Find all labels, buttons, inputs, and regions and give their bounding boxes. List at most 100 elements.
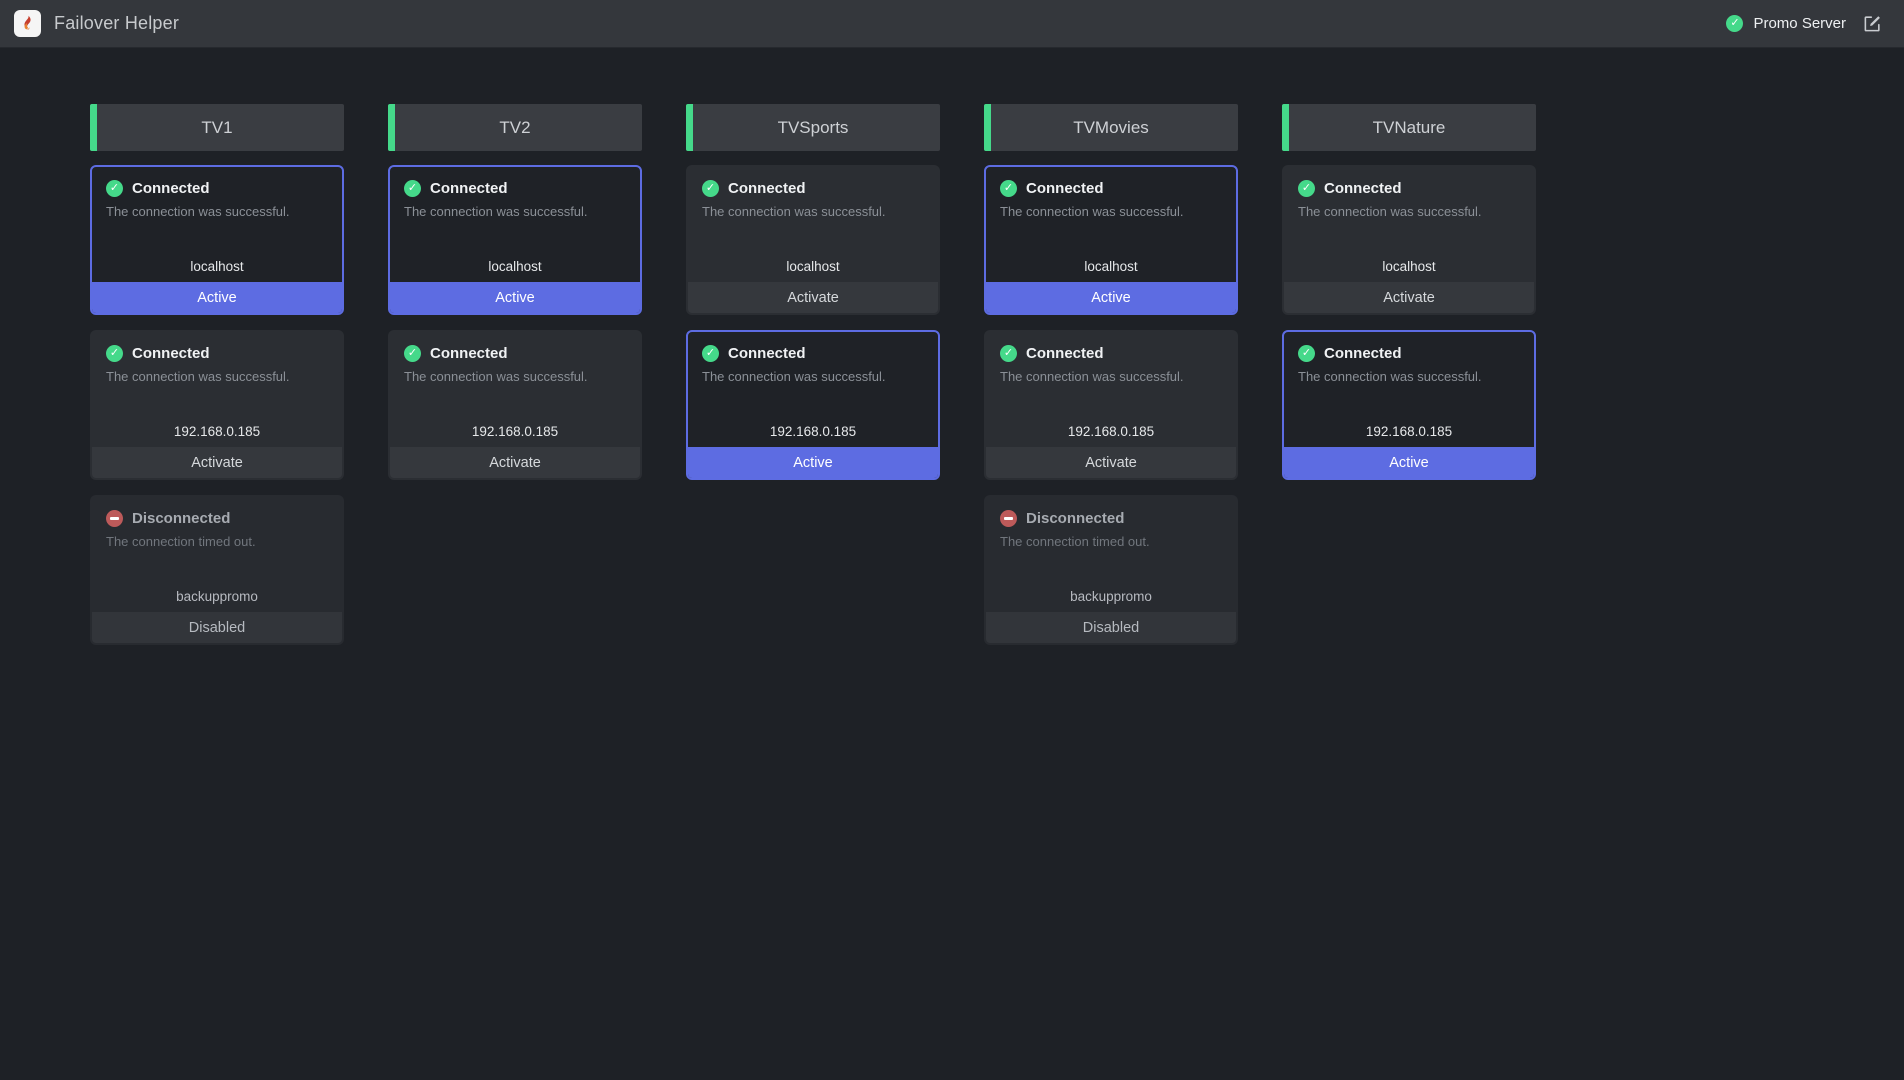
minus-circle-icon <box>1000 510 1017 527</box>
server-card: Connected The connection was successful.… <box>984 165 1238 315</box>
check-circle-icon <box>1000 180 1017 197</box>
server-host: localhost <box>390 259 640 282</box>
status-message: The connection was successful. <box>404 204 626 219</box>
check-circle-icon <box>702 345 719 362</box>
channel-column: TVSports Connected The connection was su… <box>686 104 940 480</box>
card-status-block: Disconnected The connection timed out. <box>92 497 342 549</box>
status-label: Connected <box>132 180 210 197</box>
action-button[interactable]: Activate <box>92 447 342 478</box>
card-list: Connected The connection was successful.… <box>388 165 642 480</box>
status-label: Disconnected <box>1026 510 1124 527</box>
server-host: backuppromo <box>92 589 342 612</box>
action-button[interactable]: Activate <box>986 447 1236 478</box>
action-button: Disabled <box>92 612 342 643</box>
status-message: The connection was successful. <box>702 204 924 219</box>
server-card: Connected The connection was successful.… <box>1282 330 1536 480</box>
server-card: Connected The connection was successful.… <box>686 330 940 480</box>
status-message: The connection was successful. <box>1298 369 1520 384</box>
card-list: Connected The connection was successful.… <box>90 165 344 645</box>
channel-status-stripe <box>1282 104 1289 151</box>
channel-status-stripe <box>686 104 693 151</box>
check-circle-icon <box>702 180 719 197</box>
action-button[interactable]: Activate <box>1284 282 1534 313</box>
status-label: Connected <box>1324 345 1402 362</box>
status-label: Disconnected <box>132 510 230 527</box>
check-circle-icon <box>106 180 123 197</box>
channel-columns: TV1 Connected The connection was success… <box>0 48 1904 645</box>
channel-header: TV1 <box>90 104 344 151</box>
channel-header: TV2 <box>388 104 642 151</box>
app-title: Failover Helper <box>54 13 179 34</box>
action-button[interactable]: Activate <box>688 282 938 313</box>
status-label: Connected <box>728 180 806 197</box>
server-host: 192.168.0.185 <box>1284 424 1534 447</box>
channel-status-stripe <box>90 104 97 151</box>
channel-column: TV1 Connected The connection was success… <box>90 104 344 645</box>
status-label: Connected <box>728 345 806 362</box>
action-button[interactable]: Active <box>986 282 1236 313</box>
card-status-block: Connected The connection was successful. <box>688 167 938 219</box>
card-status-block: Connected The connection was successful. <box>688 332 938 384</box>
flame-logo-icon <box>14 10 41 37</box>
action-button[interactable]: Activate <box>390 447 640 478</box>
channel-column: TVMovies Connected The connection was su… <box>984 104 1238 645</box>
card-status-block: Connected The connection was successful. <box>390 332 640 384</box>
status-label: Connected <box>1324 180 1402 197</box>
channel-title: TVSports <box>778 118 849 138</box>
action-button[interactable]: Active <box>688 447 938 478</box>
server-card: Disconnected The connection timed out. b… <box>90 495 344 645</box>
status-label: Connected <box>1026 345 1104 362</box>
card-status-block: Connected The connection was successful. <box>1284 167 1534 219</box>
action-button[interactable]: Active <box>92 282 342 313</box>
server-host: backuppromo <box>986 589 1236 612</box>
server-card: Connected The connection was successful.… <box>686 165 940 315</box>
card-list: Connected The connection was successful.… <box>686 165 940 480</box>
action-button: Disabled <box>986 612 1236 643</box>
server-host: localhost <box>1284 259 1534 282</box>
server-card: Connected The connection was successful.… <box>1282 165 1536 315</box>
server-host: 192.168.0.185 <box>92 424 342 447</box>
server-card: Disconnected The connection timed out. b… <box>984 495 1238 645</box>
card-status-block: Connected The connection was successful. <box>986 332 1236 384</box>
check-circle-icon <box>106 345 123 362</box>
status-message: The connection was successful. <box>106 204 328 219</box>
card-list: Connected The connection was successful.… <box>1282 165 1536 480</box>
card-status-block: Connected The connection was successful. <box>390 167 640 219</box>
server-host: localhost <box>688 259 938 282</box>
check-circle-icon <box>1000 345 1017 362</box>
status-message: The connection was successful. <box>702 369 924 384</box>
check-circle-icon <box>1298 180 1315 197</box>
channel-title: TVNature <box>1373 118 1446 138</box>
check-circle-icon <box>1298 345 1315 362</box>
action-button[interactable]: Active <box>390 282 640 313</box>
status-message: The connection was successful. <box>106 369 328 384</box>
card-list: Connected The connection was successful.… <box>984 165 1238 645</box>
card-status-block: Connected The connection was successful. <box>92 167 342 219</box>
channel-status-stripe <box>388 104 395 151</box>
server-host: 192.168.0.185 <box>688 424 938 447</box>
server-card: Connected The connection was successful.… <box>90 330 344 480</box>
check-circle-icon <box>404 180 421 197</box>
server-card: Connected The connection was successful.… <box>90 165 344 315</box>
server-host: 192.168.0.185 <box>986 424 1236 447</box>
edit-icon[interactable] <box>1863 14 1882 33</box>
status-message: The connection timed out. <box>106 534 328 549</box>
status-message: The connection was successful. <box>404 369 626 384</box>
status-message: The connection timed out. <box>1000 534 1222 549</box>
card-status-block: Disconnected The connection timed out. <box>986 497 1236 549</box>
server-host: localhost <box>986 259 1236 282</box>
channel-title: TV2 <box>499 118 530 138</box>
channel-column: TV2 Connected The connection was success… <box>388 104 642 480</box>
action-button[interactable]: Active <box>1284 447 1534 478</box>
server-host: 192.168.0.185 <box>390 424 640 447</box>
server-name-label: Promo Server <box>1753 15 1846 32</box>
card-status-block: Connected The connection was successful. <box>986 167 1236 219</box>
status-message: The connection was successful. <box>1000 204 1222 219</box>
status-label: Connected <box>132 345 210 362</box>
card-status-block: Connected The connection was successful. <box>92 332 342 384</box>
status-message: The connection was successful. <box>1298 204 1520 219</box>
channel-title: TV1 <box>201 118 232 138</box>
check-circle-icon <box>404 345 421 362</box>
brand: Failover Helper <box>14 10 179 37</box>
status-label: Connected <box>1026 180 1104 197</box>
